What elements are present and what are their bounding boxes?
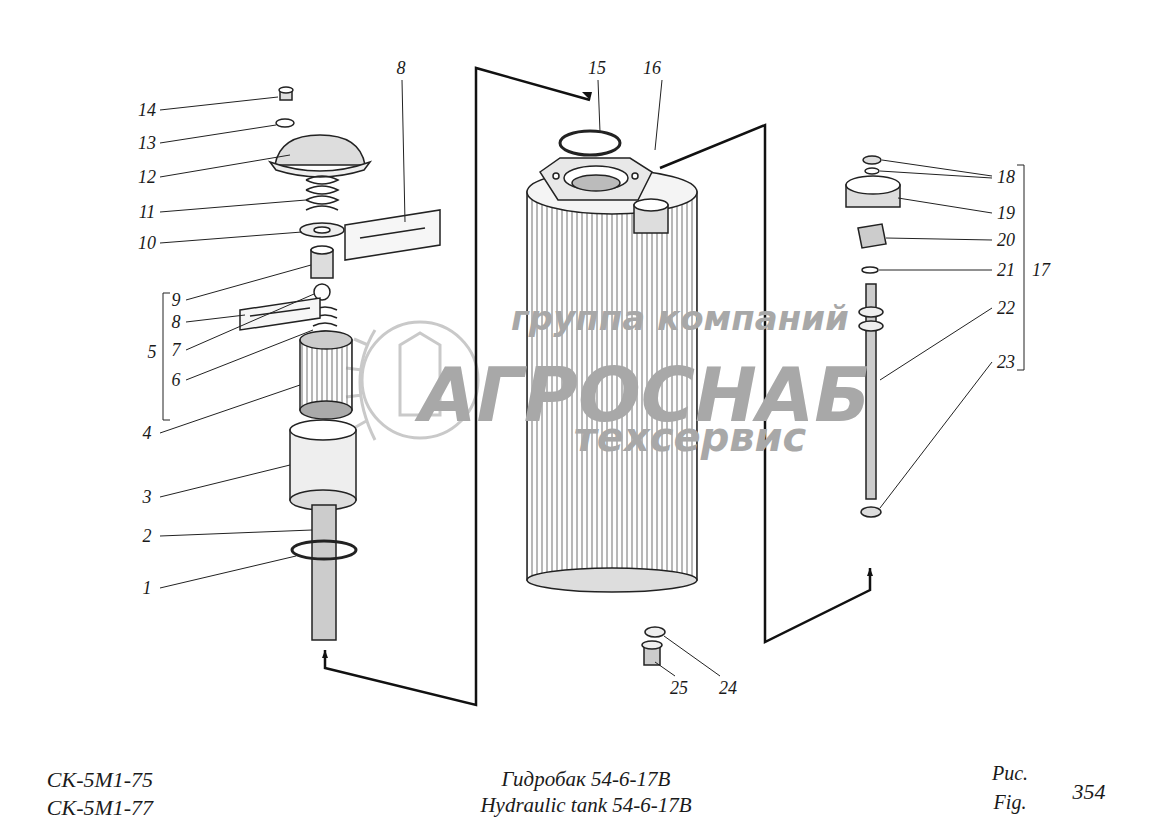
fig-label: Fig.: [994, 792, 1027, 812]
callout-number: 16: [643, 59, 661, 77]
title: Гидробак 54-6-17В: [502, 769, 671, 790]
model-code: СК-5М1-77: [47, 797, 153, 819]
callout-number: 14: [138, 101, 156, 119]
watermark: группа компаний: [511, 301, 849, 335]
watermark: техсервис: [574, 417, 807, 457]
callout-number: 25: [670, 679, 688, 697]
callout-number: 7: [172, 341, 181, 359]
callout-number: 8: [172, 313, 181, 331]
callout-number: 13: [138, 134, 156, 152]
callout-number: 6: [172, 371, 181, 389]
model-code: СК-5М1-75: [47, 769, 153, 791]
callout-number: 19: [997, 204, 1015, 222]
leader-lines: [160, 80, 1024, 676]
valve-assembly: [846, 156, 900, 517]
callout-number: 5: [148, 343, 157, 361]
fig-label: Рис.: [992, 763, 1028, 783]
callout-number: 9: [172, 291, 181, 309]
callout-number: 22: [997, 299, 1015, 317]
callout-number: 24: [719, 679, 737, 697]
callout-number: 18: [997, 168, 1015, 186]
title-english: Hydraulic tank 54-6-17B: [480, 795, 691, 816]
callout-number: 20: [997, 231, 1015, 249]
callout-number: 11: [139, 203, 156, 221]
filter-assembly: [240, 87, 440, 640]
arrowheads: [322, 92, 873, 658]
callout-number: 10: [138, 234, 156, 252]
callout-number: 4: [143, 424, 152, 442]
callout-number: 1: [143, 579, 152, 597]
callout-number: 12: [138, 168, 156, 186]
callout-number: 15: [588, 59, 606, 77]
callout-number: 21: [997, 261, 1015, 279]
callout-number: 17: [1032, 261, 1050, 279]
callout-number: 2: [143, 527, 152, 545]
assembly-lines: [325, 68, 870, 705]
figure-number: 354: [1073, 781, 1106, 803]
callout-number: 23: [997, 353, 1015, 371]
callout-number: 3: [143, 488, 152, 506]
callout-number: 8: [397, 59, 406, 77]
